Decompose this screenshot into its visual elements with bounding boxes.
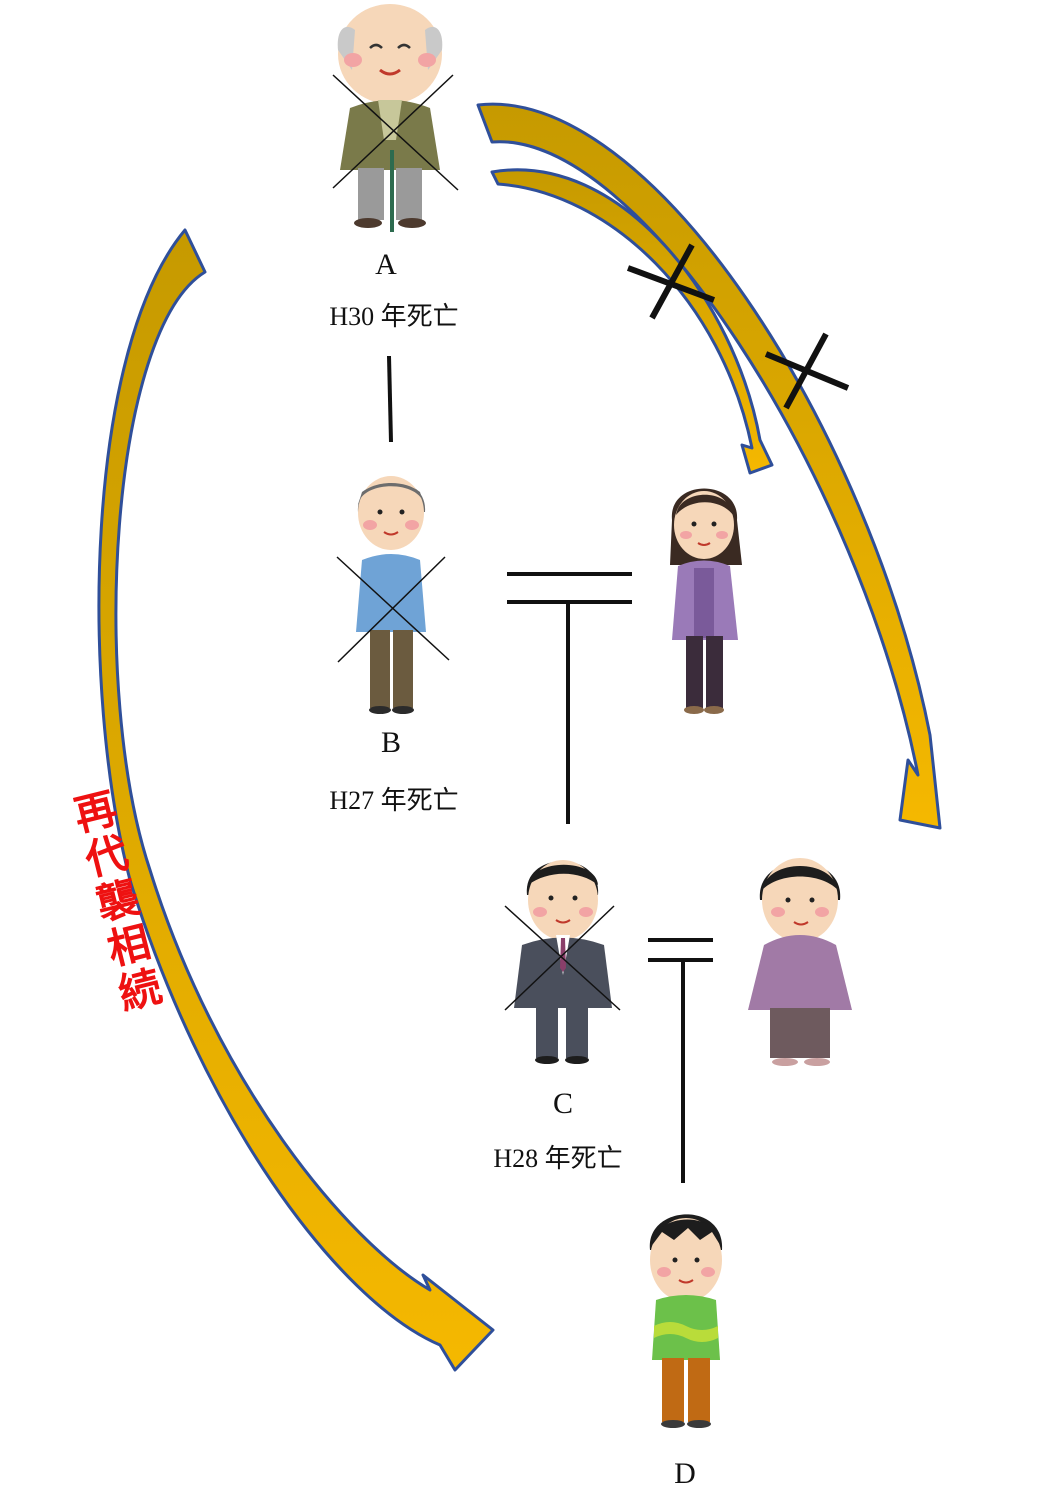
line-a-b [387,355,393,443]
deceased-cross-b [336,556,450,663]
arrow-left-succession [97,228,495,1372]
arrow-right-inner [490,168,774,475]
boy-icon [649,1214,723,1428]
person-c-label: C [552,1087,574,1120]
businessman-icon [514,860,612,1064]
middle-aged-man-icon [356,476,426,714]
arrow-cross-inner [626,243,716,320]
arrow-right-outer [476,102,942,830]
deceased-cross-a [332,74,459,191]
person-b-date: H27 年死亡 [329,786,459,815]
arrow-cross-outer [764,332,850,410]
deceased-cross-c [504,905,621,1011]
elderly-man-icon [337,4,443,232]
person-a-date: H30 年死亡 [329,302,459,331]
woman-purple-sweater-icon [748,858,852,1066]
person-a-label: A [375,248,397,281]
woman-purple-cardigan-icon [670,488,742,714]
person-c-date: H28 年死亡 [493,1144,623,1173]
person-d-label: D [674,1457,696,1490]
family-lines [387,355,713,1183]
person-b-label: B [380,726,402,759]
